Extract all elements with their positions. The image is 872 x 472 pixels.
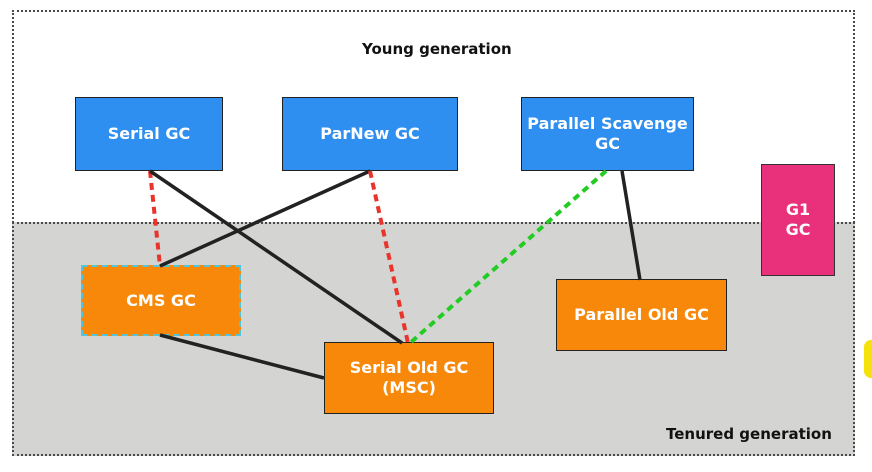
parnew-gc-node: ParNew GC xyxy=(282,97,458,171)
parallel-scavenge-gc-label: Parallel Scavenge GC xyxy=(527,114,688,153)
tenured-generation-label: Tenured generation xyxy=(666,425,832,443)
serial-gc-label: Serial GC xyxy=(107,124,191,143)
serial-old-gc-node: Serial Old GC (MSC) xyxy=(324,342,494,414)
edge-parallel-scavenge-to-parallel-old xyxy=(620,170,642,281)
edge-cms-to-serial-old xyxy=(159,333,325,380)
parnew-gc-label: ParNew GC xyxy=(320,124,420,143)
young-generation-label: Young generation xyxy=(362,40,512,58)
serial-gc-node: Serial GC xyxy=(75,97,223,171)
tenured-generation-region xyxy=(12,222,855,456)
edge-parallel-scavenge-to-serial-old xyxy=(408,169,608,345)
parallel-scavenge-gc-node: Parallel Scavenge GC xyxy=(521,97,694,171)
cms-gc-label: CMS GC xyxy=(126,290,196,310)
parallel-old-gc-label: Parallel Old GC xyxy=(574,305,709,324)
scroll-indicator xyxy=(864,340,872,378)
edge-serial-to-serial-old xyxy=(149,169,403,345)
edge-parnew-to-serial-old xyxy=(368,170,410,344)
edge-serial-to-cms xyxy=(148,170,162,267)
serial-old-gc-label: Serial Old GC (MSC) xyxy=(349,358,469,397)
parallel-old-gc-node: Parallel Old GC xyxy=(556,279,727,351)
g1-gc-label: G1 GC xyxy=(785,200,811,239)
cms-gc-node: CMS GC xyxy=(81,265,241,336)
g1-gc-node: G1 GC xyxy=(761,164,835,276)
edge-parnew-to-cms xyxy=(159,169,371,268)
